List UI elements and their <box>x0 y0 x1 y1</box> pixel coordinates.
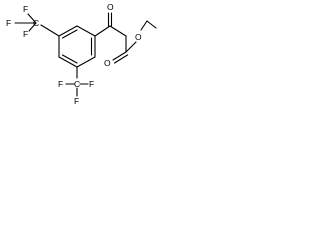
bond <box>109 25 127 37</box>
ring-bond <box>76 56 96 68</box>
ester-double-bond <box>113 54 129 64</box>
side-chain: O O O <box>94 2 157 68</box>
ring-bond <box>58 56 78 68</box>
atom-label-carbon: C <box>74 79 80 89</box>
chemical-structure: C F F F C F F F O O O <box>6 2 157 106</box>
bond <box>28 22 37 32</box>
atom-label-oxygen: O <box>104 58 111 68</box>
atom-label-fluorine: F <box>6 18 11 28</box>
cf3-group-bottom: C F F F <box>58 66 94 106</box>
atom-label-oxygen: O <box>135 32 142 42</box>
ring-bond <box>58 25 78 37</box>
benzene-ring <box>58 25 96 68</box>
atom-label-fluorine: F <box>23 4 28 14</box>
bond <box>27 13 37 24</box>
atom-label-fluorine: F <box>74 96 79 106</box>
atom-label-fluorine: F <box>58 79 63 89</box>
bond <box>40 24 60 37</box>
bond <box>125 41 137 53</box>
bond <box>140 20 148 31</box>
bond <box>94 25 111 37</box>
bond <box>146 20 157 29</box>
cf3-group-top: C F F F <box>6 4 60 39</box>
ring-double-bond <box>61 54 78 64</box>
atom-label-fluorine: F <box>23 29 28 39</box>
ring-double-bond <box>61 29 78 39</box>
atom-label-fluorine: F <box>89 79 94 89</box>
ester-double-bond <box>112 51 127 61</box>
atom-label-oxygen: O <box>107 2 114 12</box>
ring-bond <box>76 25 96 37</box>
atom-label-carbon: C <box>33 18 39 28</box>
